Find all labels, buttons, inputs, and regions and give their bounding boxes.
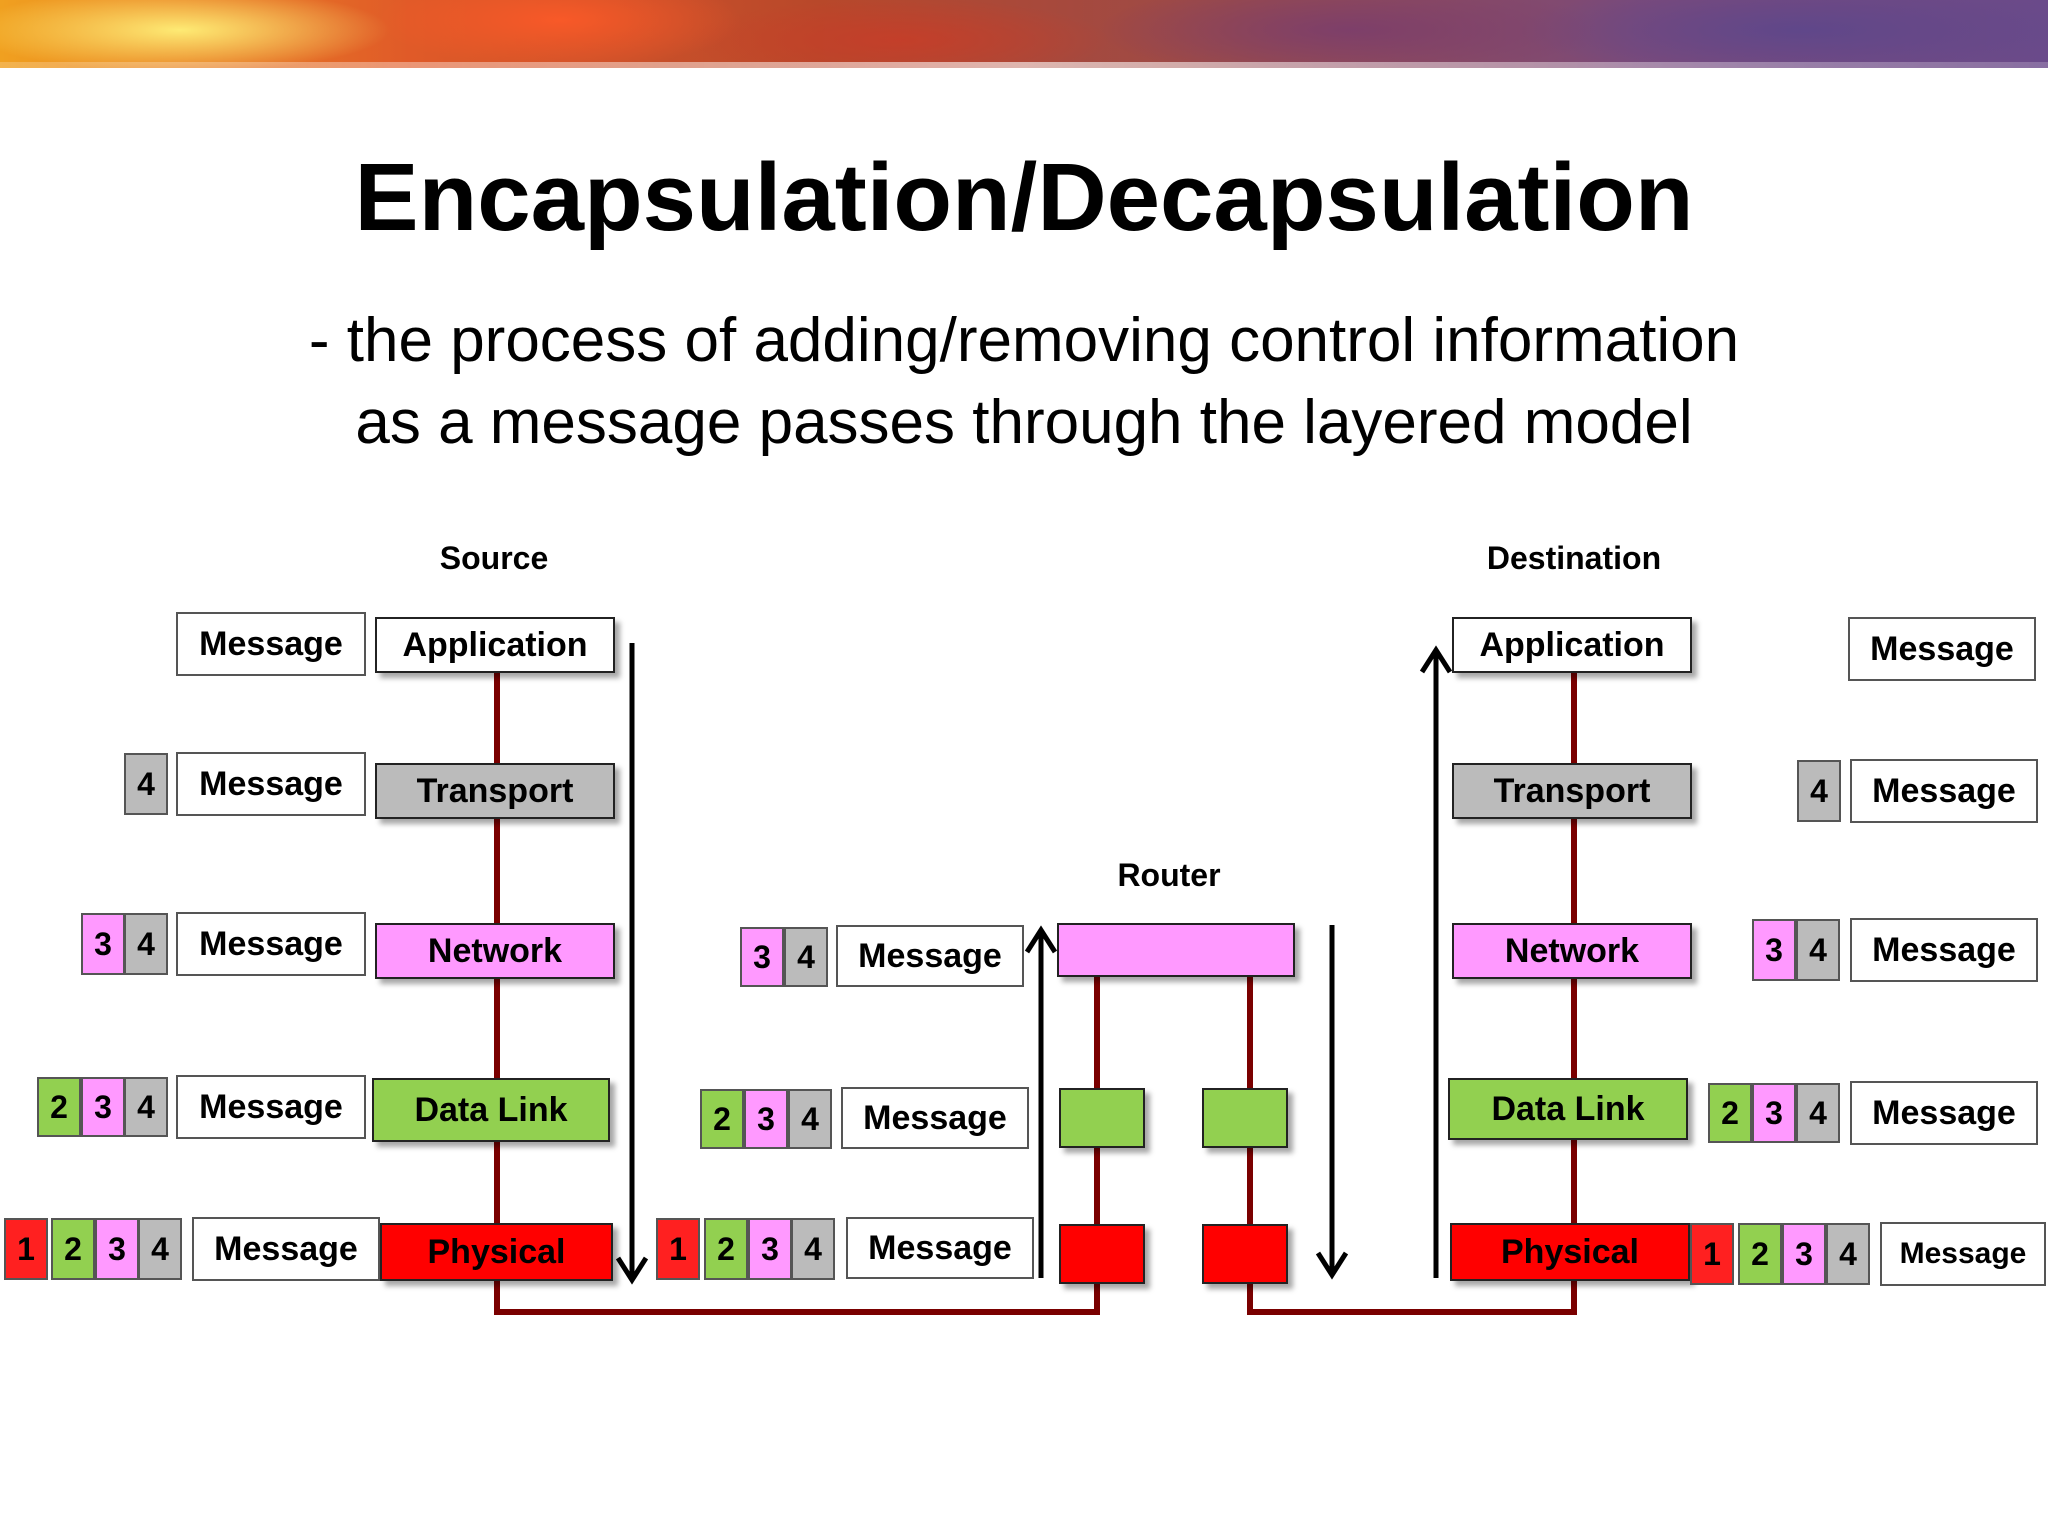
source-heading: Source — [439, 540, 549, 576]
source-down-arrowhead — [615, 1256, 649, 1285]
router-message-datalink: Message — [841, 1087, 1029, 1149]
destination-up-arrowhead — [1419, 645, 1453, 674]
router-physical-header-2: 2 — [704, 1218, 748, 1280]
destination-heading: Destination — [1486, 540, 1662, 576]
destination-network-header-3: 3 — [1752, 919, 1796, 981]
source-physical-header-2: 2 — [51, 1218, 95, 1280]
destination-physical-header-1: 1 — [1690, 1223, 1734, 1285]
source-message-network: Message — [176, 912, 366, 976]
router-network-header-3: 3 — [740, 927, 784, 987]
destination-message-physical: Message — [1880, 1222, 2046, 1286]
destination-datalink-header-2: 2 — [1708, 1083, 1752, 1143]
destination-layer-physical: Physical — [1450, 1223, 1690, 1281]
destination-physical-header-3: 3 — [1782, 1223, 1826, 1285]
source-layer-data-link: Data Link — [372, 1078, 610, 1142]
slide-subtitle-line1: - the process of adding/removing control… — [308, 306, 1740, 375]
destination-message-transport: Message — [1850, 759, 2038, 823]
source-message-physical: Message — [192, 1217, 380, 1281]
source-layer-application: Application — [375, 617, 615, 673]
router-datalink-header-3: 3 — [744, 1089, 788, 1149]
source-layer-physical: Physical — [380, 1223, 613, 1281]
destination-transport-header-4: 4 — [1797, 760, 1841, 822]
source-message-app: Message — [176, 612, 366, 676]
destination-physical-header-4: 4 — [1826, 1223, 1870, 1285]
router-network-header-4: 4 — [784, 927, 828, 987]
router-layer-physical-in — [1059, 1224, 1145, 1284]
source-datalink-header-2: 2 — [37, 1077, 81, 1137]
source-message-transport: Message — [176, 752, 366, 816]
router-layer-physical-out — [1202, 1224, 1288, 1284]
source-network-header-3: 3 — [81, 913, 125, 975]
destination-layer-application: Application — [1452, 617, 1692, 673]
router-message-network: Message — [836, 925, 1024, 987]
source-layer-transport: Transport — [375, 763, 615, 819]
header-banner — [0, 0, 2048, 68]
router-heading: Router — [1117, 857, 1221, 893]
router-down-arrowhead — [1315, 1251, 1349, 1280]
router-layer-network — [1057, 923, 1295, 977]
destination-network-header-4: 4 — [1796, 919, 1840, 981]
router-layer-data-link-out — [1202, 1088, 1288, 1148]
destination-message-app: Message — [1848, 617, 2036, 681]
source-physical-header-1: 1 — [4, 1218, 48, 1280]
destination-message-datalink: Message — [1850, 1081, 2038, 1145]
destination-datalink-header-4: 4 — [1796, 1083, 1840, 1143]
slide-title: Encapsulation/Decapsulation — [354, 144, 1694, 251]
destination-layer-transport: Transport — [1452, 763, 1692, 819]
destination-physical-header-2: 2 — [1738, 1223, 1782, 1285]
router-physical-header-4: 4 — [791, 1218, 835, 1280]
source-datalink-header-3: 3 — [81, 1077, 125, 1137]
source-transport-header-4: 4 — [124, 753, 168, 815]
destination-layer-data-link: Data Link — [1448, 1078, 1688, 1140]
source-physical-header-4: 4 — [138, 1218, 182, 1280]
router-physical-header-1: 1 — [656, 1218, 700, 1280]
source-datalink-header-4: 4 — [124, 1077, 168, 1137]
source-network-header-4: 4 — [124, 913, 168, 975]
router-datalink-header-2: 2 — [700, 1089, 744, 1149]
source-layer-network: Network — [375, 923, 615, 979]
router-physical-header-3: 3 — [748, 1218, 792, 1280]
banner-divider — [0, 62, 2048, 68]
source-physical-header-3: 3 — [95, 1218, 139, 1280]
router-layer-data-link-in — [1059, 1088, 1145, 1148]
router-message-physical: Message — [846, 1217, 1034, 1279]
router-datalink-header-4: 4 — [788, 1089, 832, 1149]
destination-layer-network: Network — [1452, 923, 1692, 979]
slide-subtitle-line2: as a message passes through the layered … — [355, 388, 1693, 457]
source-message-datalink: Message — [176, 1075, 366, 1139]
destination-datalink-header-3: 3 — [1752, 1083, 1796, 1143]
router-up-arrowhead — [1024, 925, 1058, 954]
destination-message-network: Message — [1850, 918, 2038, 982]
